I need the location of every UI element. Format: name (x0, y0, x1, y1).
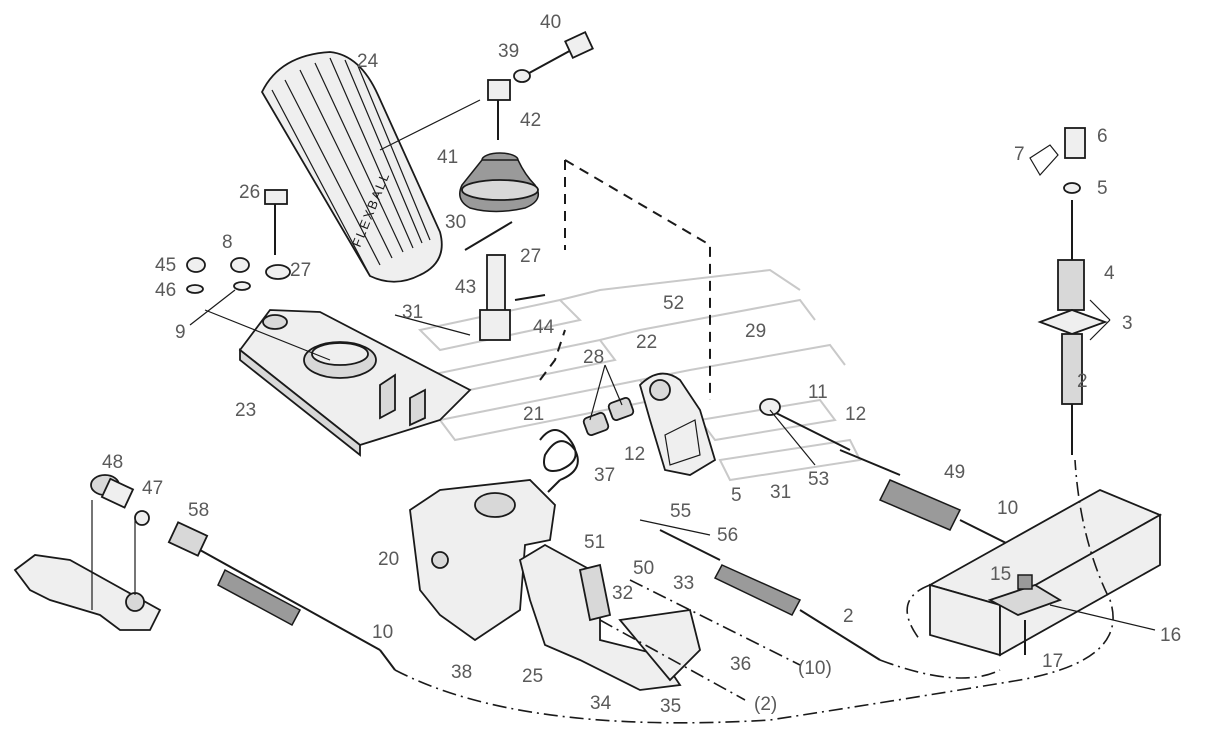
label-2-paren: (2) (754, 694, 777, 715)
label-28: 28 (583, 347, 604, 368)
label-12: 12 (845, 404, 866, 425)
lower-bracket (518, 543, 701, 691)
label-8: 8 (222, 232, 233, 253)
label-39: 39 (498, 41, 519, 62)
label-27: 27 (290, 260, 311, 281)
part-labels: 40 39 24 42 41 26 30 27 27 8 45 46 43 9 … (102, 12, 1181, 717)
label-23: 23 (235, 400, 256, 421)
label-27: 27 (520, 246, 541, 267)
routing-lines (91, 459, 1114, 724)
label-20: 20 (378, 549, 399, 570)
label-33: 33 (673, 573, 694, 594)
label-31: 31 (770, 482, 791, 503)
label-41: 41 (437, 147, 458, 168)
label-22: 22 (636, 332, 657, 353)
label-42: 42 (520, 110, 541, 131)
label-15: 15 (990, 564, 1011, 585)
label-3: 3 (1122, 313, 1133, 334)
cable-right (759, 398, 1086, 581)
label-51: 51 (584, 532, 605, 553)
label-17: 17 (1042, 651, 1063, 672)
label-55: 55 (670, 501, 691, 522)
accelerator-pedal: FLEXBALL (260, 51, 443, 283)
label-10: 10 (372, 622, 393, 643)
label-56: 56 (717, 525, 738, 546)
rubber-boot (459, 152, 540, 213)
label-44: 44 (533, 317, 555, 338)
label-2: 2 (843, 606, 854, 627)
label-47: 47 (142, 478, 163, 499)
throttle-lever (638, 372, 717, 476)
label-25: 25 (522, 666, 543, 687)
label-34: 34 (590, 693, 612, 714)
return-spring (539, 429, 579, 493)
label-40: 40 (540, 12, 561, 33)
label-46: 46 (155, 280, 176, 301)
leader-lines (189, 99, 1156, 631)
label-53: 53 (808, 469, 829, 490)
label-9: 9 (175, 322, 186, 343)
key-plate (13, 554, 162, 631)
label-31: 31 (402, 302, 423, 323)
pedal-hardware (186, 30, 594, 341)
label-38: 38 (451, 662, 472, 683)
main-bracket (409, 479, 556, 642)
label-49: 49 (944, 462, 965, 483)
label-21: 21 (523, 404, 544, 425)
mounting-outline-dashed (539, 159, 711, 400)
mounting-block (927, 489, 1163, 657)
label-30: 30 (445, 212, 466, 233)
label-16: 16 (1160, 625, 1181, 646)
cable-middle (659, 529, 881, 661)
label-10-paren: (10) (798, 658, 832, 679)
label-37: 37 (594, 465, 615, 486)
label-12: 12 (624, 444, 645, 465)
cable-left (90, 474, 396, 671)
label-35: 35 (660, 696, 681, 717)
label-2: 2 (1077, 371, 1088, 392)
label-58: 58 (188, 500, 209, 521)
label-6: 6 (1097, 126, 1108, 147)
pedal-base-plate (238, 309, 472, 457)
label-24: 24 (357, 51, 379, 72)
vertical-cable-assembly (1029, 127, 1108, 455)
label-45: 45 (155, 255, 176, 276)
label-11: 11 (808, 382, 828, 403)
label-43: 43 (455, 277, 476, 298)
label-7: 7 (1014, 144, 1025, 165)
label-26: 26 (239, 182, 260, 203)
label-5: 5 (731, 485, 742, 506)
label-4: 4 (1104, 263, 1115, 284)
label-5: 5 (1097, 178, 1108, 199)
label-32: 32 (612, 583, 633, 604)
label-29: 29 (745, 321, 766, 342)
label-10: 10 (997, 498, 1018, 519)
label-36: 36 (730, 654, 751, 675)
label-52: 52 (663, 293, 684, 314)
label-48: 48 (102, 452, 123, 473)
label-50: 50 (633, 558, 654, 579)
